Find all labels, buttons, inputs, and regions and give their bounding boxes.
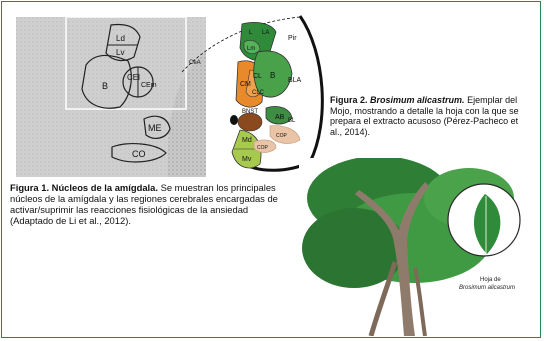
label-lm: Lm (247, 46, 255, 52)
amygdala-micrograph: Ld Lv B CEl CEm ME CO (16, 17, 206, 177)
figure2-caption-title: Figura 2. (330, 95, 368, 105)
label-me: ME (148, 123, 162, 133)
label-b-right: B (270, 71, 275, 80)
leaf-label-line2: Brosimum alicastrum (459, 285, 515, 291)
figure1-caption-title: Figura 1. Núcleos de la amígdala. (10, 182, 158, 193)
label-cel: CEl (127, 73, 140, 82)
label-bla: BLA (288, 77, 302, 84)
label-bl: BL (288, 118, 296, 124)
figure1-caption-body: Se muestran los principales núcleos de l… (10, 182, 278, 226)
label-ld: Ld (116, 34, 125, 43)
label-cm: CM (240, 81, 251, 88)
figure2-caption-body: Ejemplar del Mojo, mostrando a detalle l… (330, 95, 519, 137)
figure2-caption-species: Brosimum alicastrum. (370, 95, 465, 105)
label-mv: Mv (242, 156, 252, 163)
label-cl: CL (253, 73, 262, 80)
label-cea: CeA (189, 60, 201, 66)
label-cem: CEm (141, 82, 157, 89)
label-la: LA (262, 30, 269, 36)
label-lateral: L (249, 30, 253, 36)
label-cop-left: COP (257, 145, 269, 151)
label-lv: Lv (116, 48, 124, 57)
figure2-caption: Figura 2. Brosimum alicastrum. Ejemplar … (330, 95, 530, 137)
label-cop-right: COP (276, 133, 288, 139)
tree-illustration: Hoja de Brosimum alicastrum (299, 158, 535, 336)
figure1-caption: Figura 1. Núcleos de la amígdala. Se mue… (10, 182, 280, 226)
label-md: Md (242, 137, 252, 144)
label-clc: CLC (252, 90, 265, 96)
leaf-label-line1: Hoja de (480, 277, 501, 283)
amygdala-nuclei-diagram: CeA CM CL CLC BNST Md Mv COP COP LA Lm L… (181, 15, 324, 172)
label-b-left: B (102, 81, 108, 91)
label-co: CO (132, 149, 146, 159)
label-ab: AB (275, 114, 285, 121)
label-pir: Pir (288, 35, 297, 42)
label-bnst: BNST (242, 109, 258, 115)
